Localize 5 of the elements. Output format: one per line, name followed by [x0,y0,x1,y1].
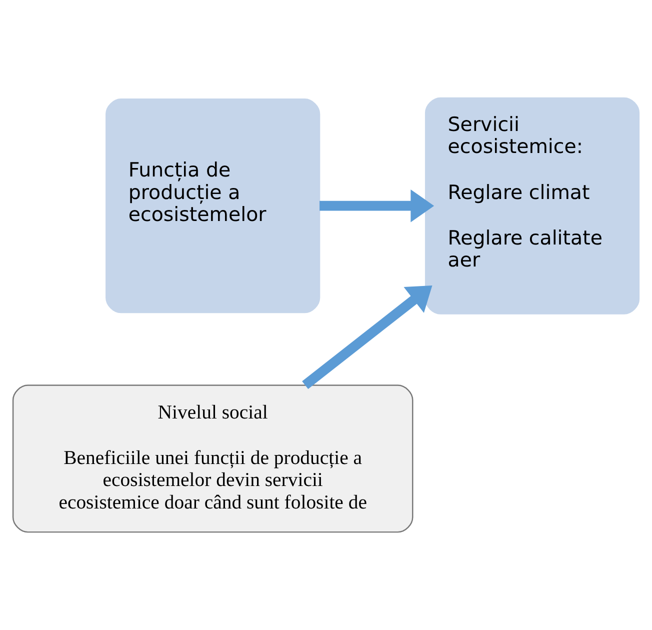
node-box: Funcția de producție a ecosistemelor [106,98,320,314]
node-box: Servicii ecosistemice: Reglare climat Reglare calitate aer [424,97,640,314]
arrow [302,286,432,390]
node-box: Nivelul social Beneficiile unei funcții de producție a ecosistemelor devin servicii ecosistemice doar când sunt folosite de [12,384,414,533]
arrow [320,189,434,222]
